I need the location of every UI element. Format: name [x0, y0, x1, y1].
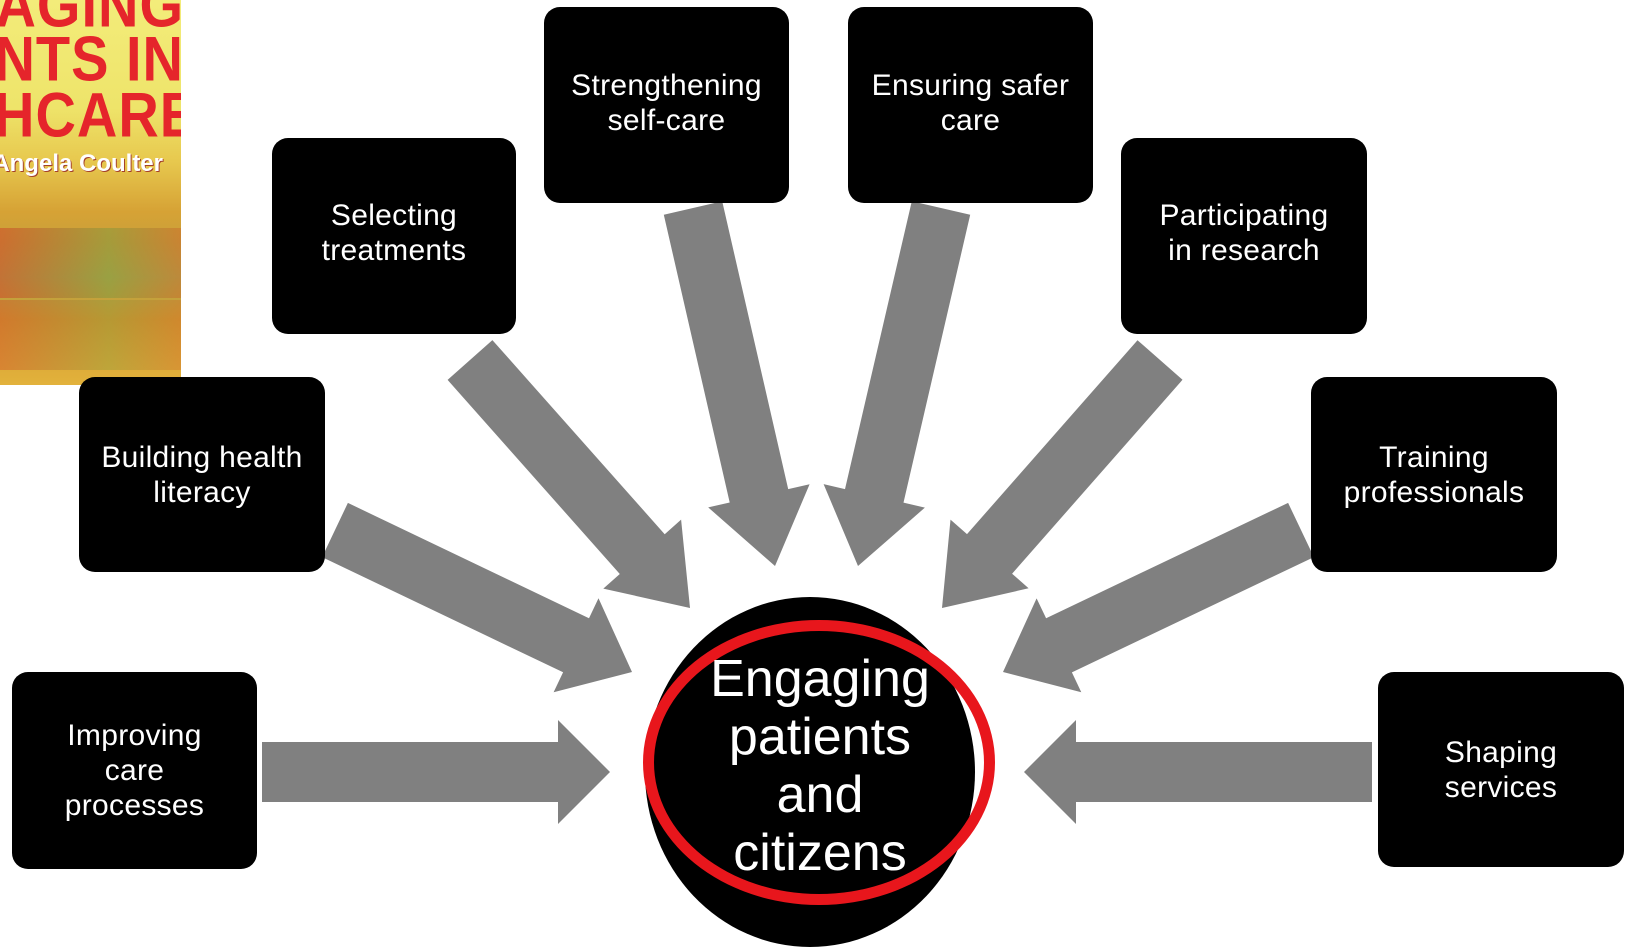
arrow-from-training	[1003, 502, 1314, 693]
arrow-from-participating	[942, 340, 1183, 608]
book-author: Angela Coulter	[0, 150, 163, 177]
hub-highlight-ring	[643, 620, 995, 905]
box-ensuring-line-2: care	[940, 104, 1001, 137]
arrow-from-shaping	[1024, 720, 1372, 824]
box-training-line-2: professionals	[1343, 475, 1525, 509]
box-participating-line-1: Participating	[1159, 199, 1329, 232]
book-title-line-2: NTS IN	[0, 23, 181, 95]
box-ensuring-line-1: Ensuring safer	[871, 69, 1070, 102]
box-selecting-line-2: treatments	[321, 234, 467, 267]
arrow-from-ensuring	[823, 201, 971, 566]
box-participating-in-research: Participating in research	[1121, 138, 1367, 334]
arrow-from-strengthening	[663, 201, 810, 567]
box-improving-line-2: care	[104, 754, 165, 787]
arrow-from-selecting	[447, 340, 690, 608]
box-strengthening-self-care: Strengthening self-care	[544, 7, 789, 203]
box-shaping-services: Shaping services	[1378, 672, 1624, 867]
hub-label: Engaging patients and citizens	[655, 650, 985, 882]
box-strengthening-line-2: self-care	[607, 104, 726, 137]
box-shaping-line-2: services	[1444, 770, 1558, 804]
box-building-line-1: Building health	[101, 440, 303, 474]
hub-label-line-1: Engaging	[710, 650, 930, 708]
box-training-professionals: Training professionals	[1311, 377, 1557, 572]
book-title-line-3: HCARE	[0, 79, 181, 151]
box-ensuring-safer-care: Ensuring safer care	[848, 7, 1093, 203]
box-improving-care-processes: Improving care processes	[12, 672, 257, 869]
arrow-from-improving	[262, 720, 610, 824]
box-strengthening-line-1: Strengthening	[571, 69, 762, 102]
box-building-line-2: literacy	[153, 475, 251, 509]
arrow-from-building	[322, 502, 632, 693]
box-training-line-1: Training	[1379, 440, 1489, 474]
box-building-health-literacy: Building health literacy	[79, 377, 325, 572]
box-selecting-line-1: Selecting	[330, 199, 458, 232]
box-improving-line-1: Improving	[67, 719, 202, 752]
box-participating-line-2: in research	[1168, 234, 1320, 267]
box-improving-line-3: processes	[64, 789, 205, 822]
book-cover-image: AGING NTS IN HCARE Angela Coulter	[0, 0, 181, 385]
hub-label-line-3: and	[776, 766, 864, 824]
box-selecting-treatments: Selecting treatments	[272, 138, 516, 334]
hub-label-line-4: citizens	[733, 824, 907, 882]
box-shaping-line-1: Shaping	[1444, 735, 1558, 769]
hub-label-line-2: patients	[728, 708, 912, 766]
book-title-line-1: AGING	[0, 0, 181, 41]
